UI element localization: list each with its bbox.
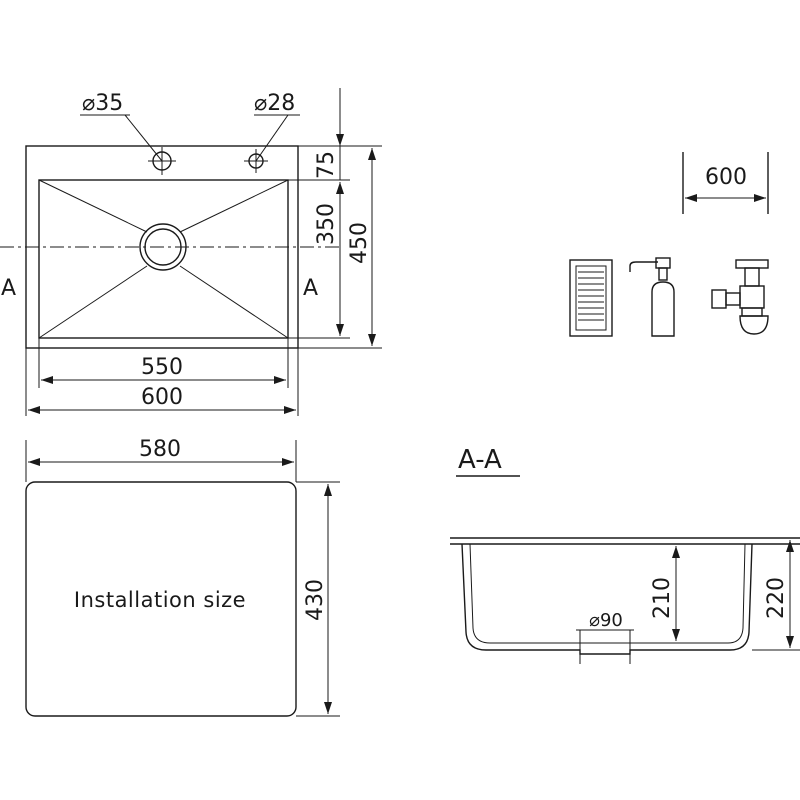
soap-dispenser-icon	[629, 257, 675, 337]
dim-hole-right: ⌀28	[254, 91, 295, 116]
installation-cutout: Installation size 580 430	[25, 437, 340, 717]
dim-total-width: 600	[141, 385, 183, 410]
cutout-outline	[25, 481, 297, 717]
bowl-section-inner	[469, 543, 746, 644]
bowl-outline	[38, 179, 289, 339]
dim-drain-diameter: ⌀90	[589, 610, 623, 631]
dim-total-depth: 450	[347, 222, 372, 264]
dim-cutout-height: 430	[303, 579, 328, 621]
section-title: A-A	[458, 445, 502, 475]
section-a-a: A-A ⌀90 210 220	[450, 445, 800, 664]
top-view: A A ⌀35 ⌀28 75 350 450 550 600	[0, 88, 382, 416]
siphon-icon	[711, 259, 769, 335]
colander-icon	[569, 259, 613, 337]
dim-hole-left: ⌀35	[82, 91, 123, 116]
dim-cutout-width: 580	[139, 437, 181, 462]
section-marker-left: A	[1, 276, 16, 301]
section-marker-right: A	[303, 276, 318, 301]
dim-bowl-depth: 350	[314, 203, 339, 245]
dim-faucet-offset: 75	[314, 151, 339, 179]
bowl-section-outer	[461, 543, 753, 655]
faucet-hole-right	[244, 149, 268, 173]
dim-inner-depth: 210	[650, 577, 675, 619]
dim-outer-depth: 220	[764, 577, 789, 619]
dim-cabinet-width: 600	[705, 165, 747, 190]
dim-bowl-width: 550	[141, 355, 183, 380]
cutout-label: Installation size	[74, 588, 246, 612]
cabinet-size: 600	[682, 152, 769, 214]
